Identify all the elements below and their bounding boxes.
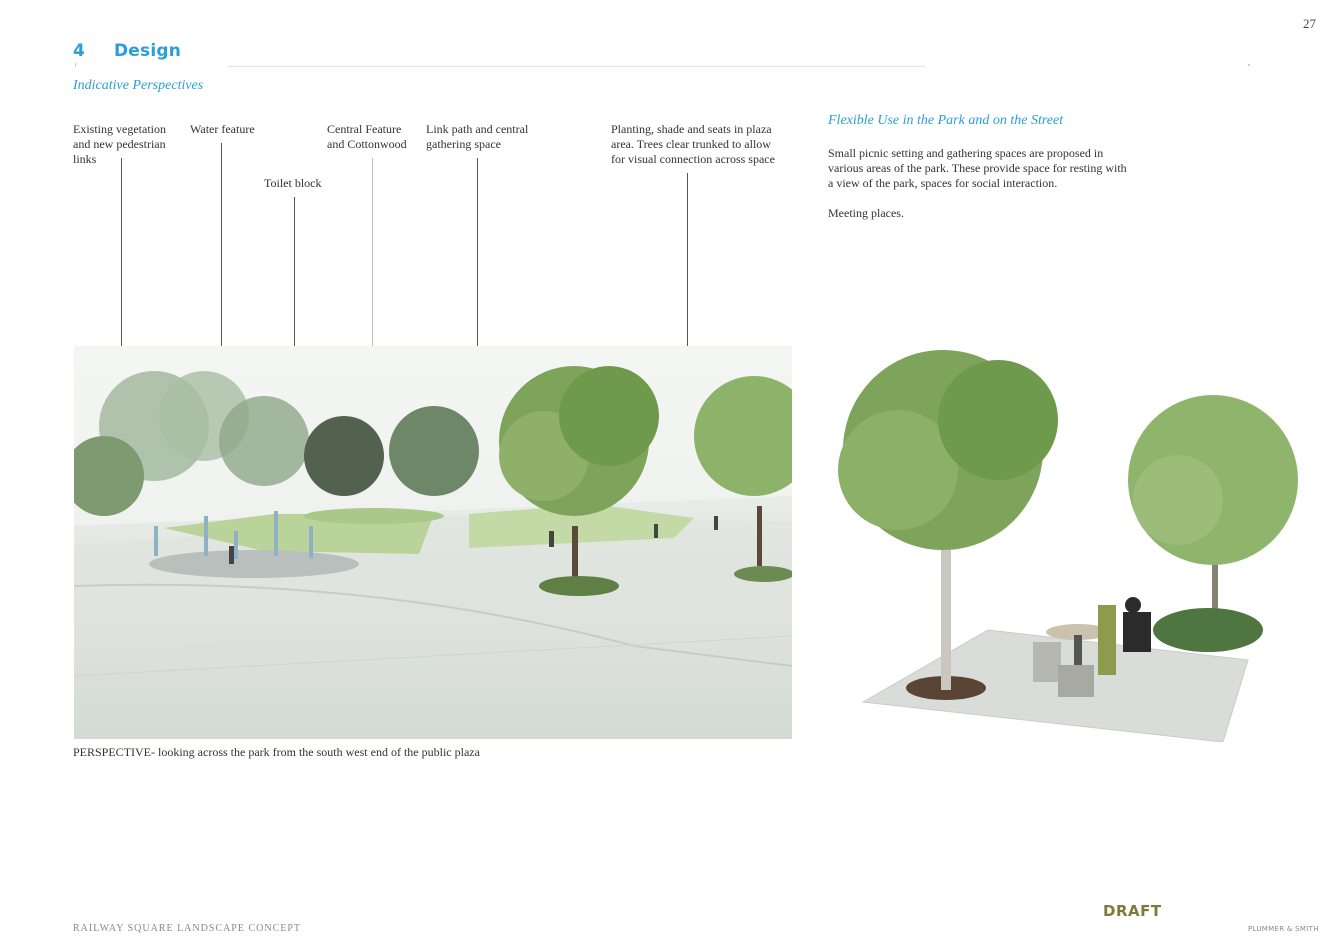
picnic-vignette-illustration [838, 350, 1298, 742]
label-water-feature: Water feature [190, 122, 255, 136]
label-planting: Planting, shade and seats in plaza area.… [611, 122, 775, 166]
leader-line-link [477, 158, 478, 463]
header-rule-end [1248, 64, 1250, 66]
leader-line-toilet [294, 197, 295, 479]
header-tick [75, 63, 76, 67]
perspective-caption: PERSPECTIVE- looking across the park fro… [73, 745, 480, 759]
section-number: 4 [73, 41, 85, 61]
label-central-feature: Central Feature and Cottonwood [327, 122, 407, 151]
subheading: Indicative Perspectives [73, 78, 204, 93]
page-number: 27 [1303, 16, 1316, 31]
leader-line-planting [687, 173, 688, 501]
footer-company: PLUMMER & SMITH [1248, 925, 1319, 933]
leader-line-vegetation [121, 158, 122, 370]
flexible-use-title: Flexible Use in the Park and on the Stre… [828, 113, 1064, 128]
leader-line-central [372, 158, 373, 426]
flexible-use-paragraph: Small picnic setting and gathering space… [828, 146, 1127, 190]
header-rule [228, 66, 924, 67]
draft-stamp: DRAFT [1103, 902, 1162, 920]
perspective-illustration [74, 346, 792, 739]
flexible-use-body: Small picnic setting and gathering space… [828, 146, 1128, 236]
label-link-path: Link path and central gathering space [426, 122, 529, 151]
label-existing-vegetation: Existing vegetation and new pedestrian l… [73, 122, 166, 166]
section-title: Design [114, 41, 182, 61]
meeting-places-text: Meeting places. [828, 206, 904, 220]
label-toilet-block: Toilet block [264, 176, 322, 190]
footer-project-name: RAILWAY SQUARE LANDSCAPE CONCEPT [73, 923, 302, 934]
